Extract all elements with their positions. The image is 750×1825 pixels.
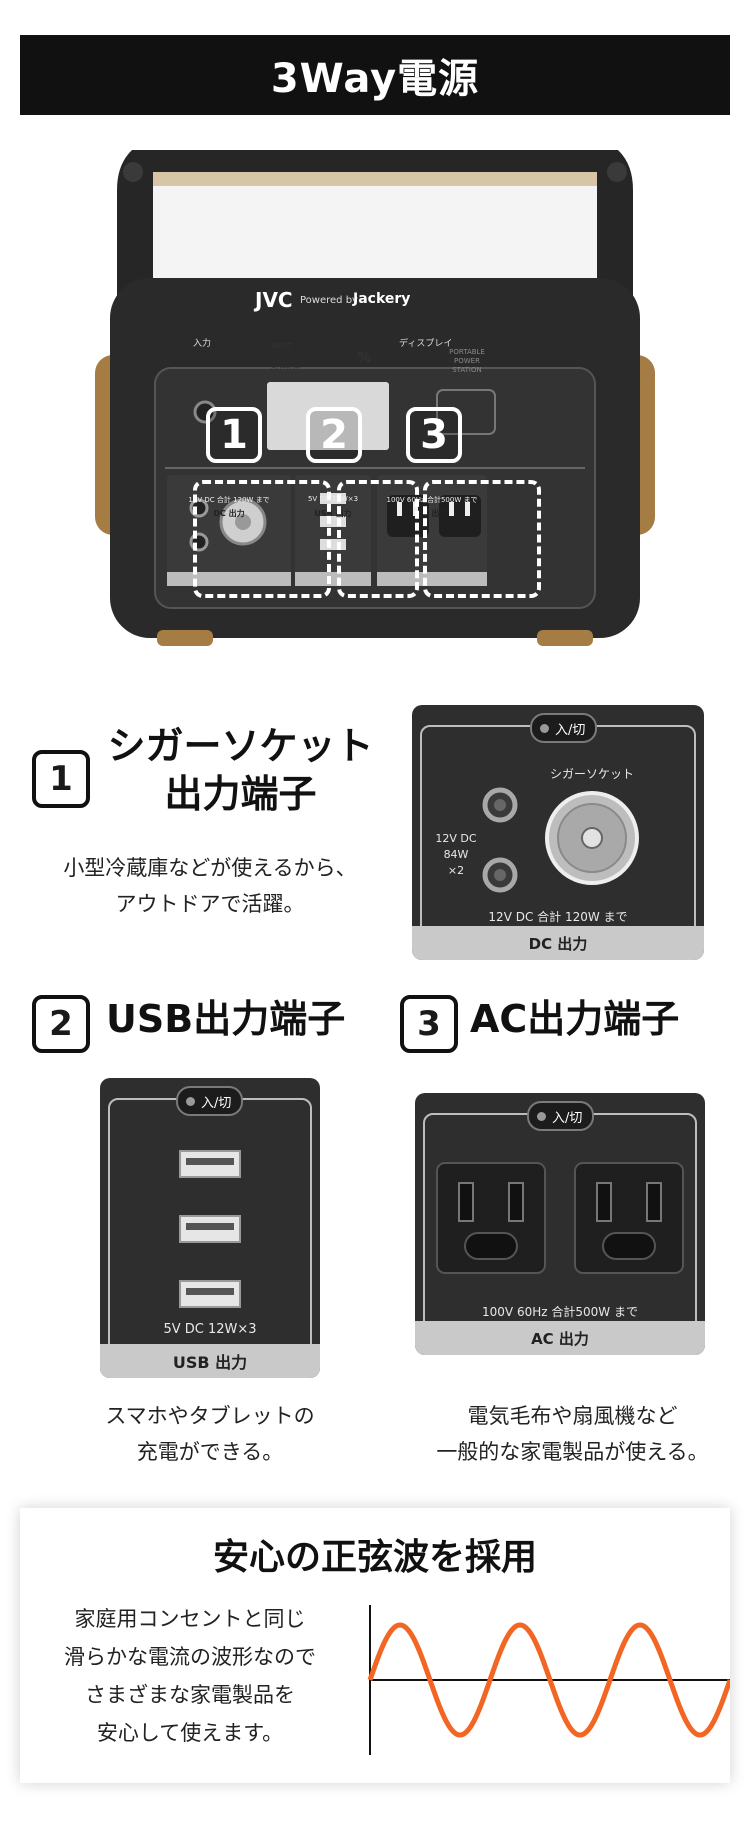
brand-logo: JVC <box>255 288 293 312</box>
ac-outlets-graphic <box>436 1162 684 1274</box>
feature-1-description: 小型冷蔵庫などが使えるから、 アウトドアで活躍。 <box>30 850 390 922</box>
device-usb-foot: USB 出力 <box>314 509 352 518</box>
usb-output-panel: 入/切 5V DC 12W×3 USB 出力 <box>100 1078 320 1378</box>
station-badge-text: PORTABLE POWER STATION <box>439 348 495 375</box>
dc-port-spec: 12V DC 84W ×2 <box>426 831 486 879</box>
ac-toggle-label: 入/切 <box>552 1110 583 1126</box>
sine-desc-line-3: さまざまな家電製品を <box>85 1683 295 1707</box>
sine-wave-card <box>20 1508 730 1783</box>
feature-1-title: シガーソケット 出力端子 <box>98 722 383 818</box>
station-line-3: STATION <box>452 366 482 374</box>
screen-output-text: OUTPUT <box>271 366 300 374</box>
sine-wave-title: 安心の正弦波を採用 <box>212 1537 537 1578</box>
dc-port-spec-line-2: ×2 <box>447 864 465 877</box>
ac-power-toggle[interactable]: 入/切 <box>527 1101 595 1131</box>
feature-3-description: 電気毛布や扇風機など 一般的な家電製品が使える。 <box>400 1398 745 1470</box>
toggle-indicator-icon <box>186 1096 195 1106</box>
sine-desc-line-4: 安心して使えます。 <box>96 1721 284 1745</box>
device-ac-foot: AC 出力 <box>416 509 448 518</box>
feature-2-title: USB出力端子 <box>106 997 346 1041</box>
dc-panel-footer: DC 出力 <box>412 926 704 960</box>
toggle-indicator-icon <box>537 1111 546 1121</box>
usb-ports-graphic <box>179 1150 241 1308</box>
feature-1-title-line-1: シガーソケット <box>107 724 374 768</box>
feature-2-number: 2 <box>32 995 90 1053</box>
usb-highlight-box <box>337 480 419 598</box>
screen-input-text: INPUT <box>271 342 292 350</box>
sine-desc-line-1: 家庭用コンセントと同じ <box>74 1607 306 1631</box>
feature-2-desc-line-2: 充電ができる。 <box>136 1440 284 1464</box>
dc-toggle-label: 入/切 <box>555 722 586 738</box>
toggle-indicator-icon <box>540 723 549 733</box>
input-label: 入力 <box>193 339 212 349</box>
power-station-image: JVC Powered by Jackery 入力 ディスプレイ INPUT O… <box>95 137 655 670</box>
sine-wave-description: 家庭用コンセントと同じ 滑らかな電流の波形なので さまざまな家電製品を 安心して… <box>40 1600 340 1752</box>
dc-panel-caption: 12V DC 合計 120W まで <box>488 910 628 924</box>
partner-logo: Jackery <box>353 291 411 307</box>
badge-1: 1 <box>206 407 262 463</box>
ac-panel-footer: AC 出力 <box>415 1321 705 1355</box>
usb-toggle-label: 入/切 <box>201 1095 232 1111</box>
badge-2: 2 <box>306 407 362 463</box>
feature-2-description: スマホやタブレットの 充電ができる。 <box>30 1398 390 1470</box>
usb-panel-caption: 5V DC 12W×3 <box>163 1322 257 1337</box>
device-dc-caption: 12V DC 合計 120W まで <box>188 496 270 504</box>
feature-1-number: 1 <box>32 750 90 808</box>
device-dc-foot: DC 出力 <box>213 509 245 518</box>
section-header: 3Way電源 <box>20 35 730 115</box>
dc-port-spec-line-1: 12V DC 84W <box>435 832 477 861</box>
powered-by-text: Powered by <box>300 295 358 306</box>
sine-desc-line-2: 滑らかな電流の波形なので <box>64 1645 316 1669</box>
usb-panel-footer: USB 出力 <box>100 1344 320 1378</box>
feature-1-title-line-2: 出力端子 <box>164 772 317 816</box>
sine-wave-line <box>367 1622 730 1738</box>
ac-panel-caption: 100V 60Hz 合計500W まで <box>482 1305 638 1319</box>
screen-percent: % <box>357 350 372 366</box>
dc-output-panel: 入/切 シガーソケット 12V DC 84W ×2 12V DC 合計 120W… <box>412 705 704 960</box>
cigar-socket-label: シガーソケット <box>550 767 635 781</box>
feature-1-desc-line-1: 小型冷蔵庫などが使えるから、 <box>63 856 357 880</box>
device-ac-caption: 100V 60Hz 合計500W まで <box>386 496 478 504</box>
feature-1-desc-line-2: アウトドアで活躍。 <box>115 892 305 916</box>
ac-output-panel: 入/切 100V 60Hz 合計500W まで AC 出力 <box>415 1093 705 1355</box>
badge-3: 3 <box>406 407 462 463</box>
feature-3-title: AC出力端子 <box>470 997 680 1041</box>
feature-3-desc-line-2: 一般的な家電製品が使える。 <box>436 1440 709 1464</box>
dc-highlight-box <box>193 480 331 598</box>
sine-wave-graph <box>367 1605 730 1755</box>
device-usb-caption: 5V DC 12W×3 <box>307 495 359 503</box>
station-line-1: PORTABLE <box>449 348 485 356</box>
dc-power-toggle[interactable]: 入/切 <box>530 713 598 743</box>
feature-3-desc-line-1: 電気毛布や扇風機など <box>467 1404 678 1428</box>
feature-2-desc-line-1: スマホやタブレットの <box>105 1404 315 1428</box>
dc-ports-graphic <box>482 787 639 893</box>
usb-power-toggle[interactable]: 入/切 <box>176 1086 244 1116</box>
display-label: ディスプレイ <box>399 339 453 349</box>
feature-3-number: 3 <box>400 995 458 1053</box>
ac-highlight-box <box>423 480 541 598</box>
station-line-2: POWER <box>454 357 480 365</box>
